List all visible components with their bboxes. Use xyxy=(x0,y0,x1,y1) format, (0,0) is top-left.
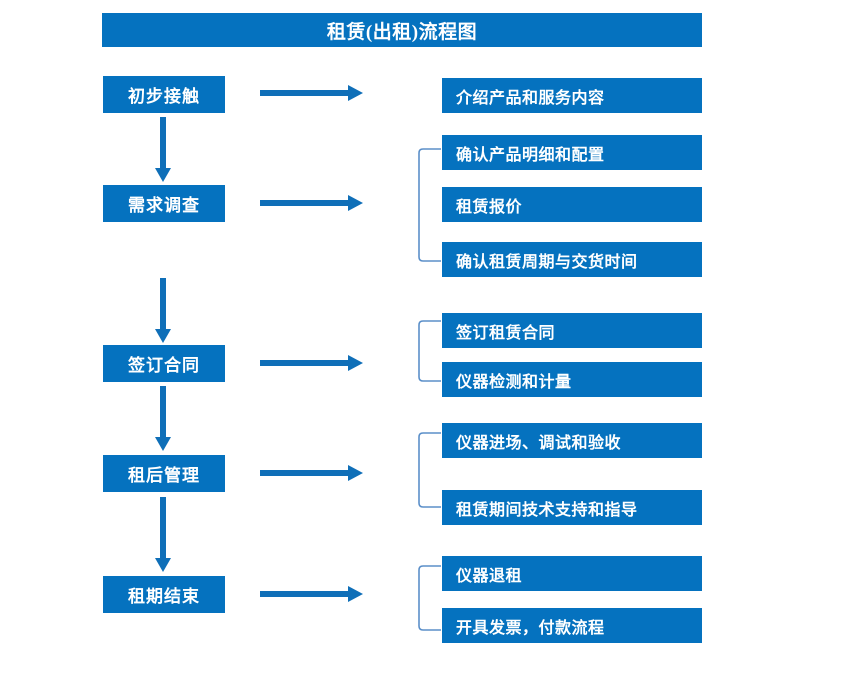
detail-box: 租赁期间技术支持和指导 xyxy=(442,490,702,525)
stage-box: 租期结束 xyxy=(103,576,225,613)
arrow-to-contract-icon xyxy=(260,352,364,374)
detail-box: 介绍产品和服务内容 xyxy=(442,78,702,113)
arrow-management-to-end-icon xyxy=(152,497,174,573)
arrow-to-end-icon xyxy=(260,583,364,605)
page-title: 租赁(出租)流程图 xyxy=(102,13,702,47)
detail-box: 确认产品明细和配置 xyxy=(442,135,702,170)
bracket-management xyxy=(418,432,442,508)
arrow-requirements-to-contract-icon xyxy=(152,278,174,344)
arrow-contact-to-requirements-icon xyxy=(152,117,174,183)
bracket-contract xyxy=(418,320,442,382)
detail-box: 租赁报价 xyxy=(442,187,702,222)
detail-box: 仪器检测和计量 xyxy=(442,362,702,397)
bracket-end xyxy=(418,565,442,631)
bracket-requirements xyxy=(418,148,442,262)
stage-box: 租后管理 xyxy=(103,455,225,492)
stage-box: 签订合同 xyxy=(103,345,225,382)
detail-box: 仪器退租 xyxy=(442,556,702,591)
detail-box: 开具发票，付款流程 xyxy=(442,608,702,643)
arrow-to-requirements-icon xyxy=(260,192,364,214)
detail-box: 确认租赁周期与交货时间 xyxy=(442,242,702,277)
arrow-to-intro-icon xyxy=(260,82,364,104)
detail-box: 仪器进场、调试和验收 xyxy=(442,423,702,458)
stage-box: 初步接触 xyxy=(103,76,225,113)
arrow-to-management-icon xyxy=(260,462,364,484)
detail-box: 签订租赁合同 xyxy=(442,313,702,348)
arrow-contract-to-management-icon xyxy=(152,386,174,452)
stage-box: 需求调查 xyxy=(103,185,225,222)
